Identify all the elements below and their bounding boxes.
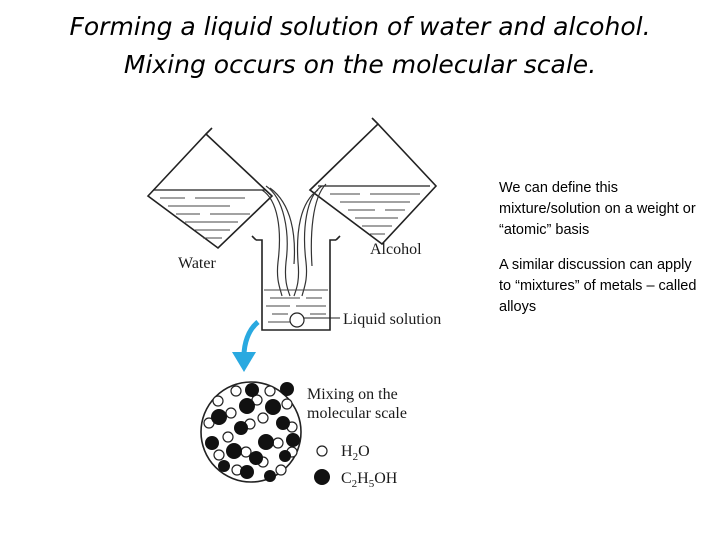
water-stream bbox=[261, 185, 296, 297]
solution-label: Liquid solution bbox=[343, 311, 441, 328]
title-line-1: Forming a liquid solution of water and a… bbox=[69, 12, 651, 41]
alcohol-beaker bbox=[308, 117, 438, 246]
solution-beaker bbox=[251, 235, 341, 331]
alcohol-molecules bbox=[205, 382, 300, 482]
molecular-view bbox=[200, 381, 302, 483]
note-paragraph-1: We can define this mixture/solution on a… bbox=[499, 180, 696, 238]
legend-water-formula: H2O bbox=[341, 443, 370, 463]
legend-water-symbol bbox=[316, 445, 328, 457]
alcohol-liquid-lines bbox=[330, 193, 420, 235]
title-line-2: Mixing occurs on the molecular scale. bbox=[123, 50, 597, 79]
alcohol-stream bbox=[293, 183, 327, 297]
legend-alcohol-symbol bbox=[314, 469, 330, 485]
legend-alcohol-formula: C2H5OH bbox=[341, 470, 398, 490]
note-paragraph-2: A similar discussion can apply to “mixtu… bbox=[499, 257, 697, 315]
slide-title: Forming a liquid solution of water and a… bbox=[0, 8, 720, 84]
water-liquid-lines bbox=[160, 197, 250, 239]
mixing-label-line-1: Mixing on the bbox=[307, 386, 398, 403]
magnify-spot bbox=[289, 312, 305, 328]
mixing-label-line-2: molecular scale bbox=[307, 405, 407, 422]
notes-panel: We can define this mixture/solution on a… bbox=[499, 178, 704, 332]
water-beaker bbox=[146, 127, 274, 250]
water-label: Water bbox=[178, 255, 216, 272]
water-molecules bbox=[203, 385, 298, 476]
alcohol-label: Alcohol bbox=[370, 241, 422, 258]
zoom-arrow bbox=[232, 320, 260, 372]
